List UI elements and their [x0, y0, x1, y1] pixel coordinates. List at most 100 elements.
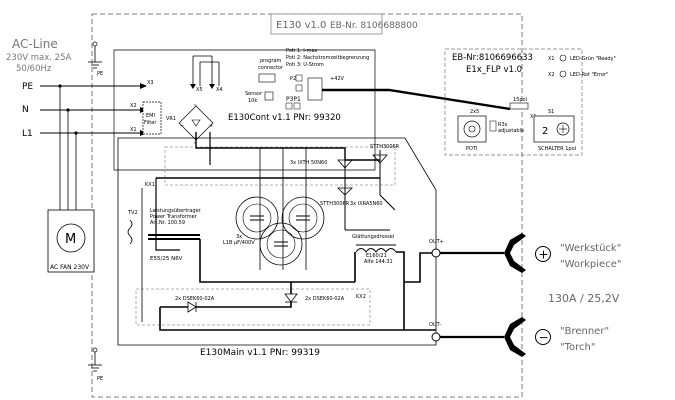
led-red-icon — [559, 70, 567, 78]
caps-value: L1B µF/400V — [223, 240, 255, 246]
output-choke — [355, 248, 397, 253]
control-board-outline — [113, 49, 376, 171]
rect-right-label: 2x DSEK60-02A — [305, 296, 345, 302]
x3-label: X3 — [147, 80, 154, 86]
minus-symbol: − — [539, 331, 549, 345]
out-minus-terminal — [431, 332, 441, 342]
ac-line-title: AC-Line — [12, 37, 58, 51]
emi-label: EMI — [146, 113, 155, 119]
terminal-l1: L1 — [22, 129, 33, 139]
led-red-label: LED-Rot "Error" — [570, 72, 608, 78]
bulk-capacitor-1 — [235, 196, 279, 240]
choke-core: E160/21 — [366, 253, 387, 259]
torch-de: "Brenner" — [560, 326, 609, 337]
out-plus-label: OUT+ — [429, 239, 444, 245]
bulk-capacitor-2 — [281, 196, 325, 240]
schalter-label: SCHALTER 1pol — [538, 146, 576, 152]
flp-x2: X2 — [548, 72, 555, 78]
minus-symbol-ring — [535, 329, 551, 345]
ac-line-spec-2: 50/60Hz — [16, 64, 52, 74]
diode-top-label: STTH3006R — [370, 144, 400, 150]
sensor-value: 10k — [248, 98, 257, 104]
kx2-region — [135, 288, 371, 326]
kx1-label: KX1 — [145, 182, 155, 188]
kx2-label: KX2 — [356, 294, 366, 300]
flp-eb-nr: EB-Nr:8106696633 — [452, 53, 533, 63]
emi-filter — [142, 101, 162, 135]
x5-label: X5 — [196, 87, 203, 93]
flp-board-outline — [444, 48, 583, 156]
r-adj-1: R3x — [498, 122, 508, 128]
torch-en: "Torch" — [560, 342, 595, 353]
transformer-en: Power Transformer — [150, 214, 198, 220]
switch-icon — [556, 122, 570, 136]
bulk-capacitor-3 — [259, 222, 303, 266]
vr-label: VR1 — [166, 116, 176, 122]
pe-label-top: PE — [97, 71, 103, 77]
poti-icon — [463, 120, 481, 138]
out-plus-terminal — [431, 248, 441, 258]
svg-text:~: ~ — [193, 141, 197, 147]
p3p1-label: P3P1 — [286, 96, 301, 103]
kx1-region — [164, 146, 396, 186]
transformer-art: Art.Nr. 100.59 — [150, 220, 185, 226]
workpiece-de: "Werkstück" — [560, 243, 621, 254]
ac-line-spec-1: 230V max. 25A — [6, 53, 71, 63]
pot-3: Poti 3: U-Strom — [286, 62, 324, 68]
led-green-label: LED-Grün "Ready" — [570, 56, 616, 62]
terminal-pe: PE — [22, 82, 33, 92]
pe-label-bottom: PE — [97, 376, 103, 382]
program-connector — [258, 73, 276, 83]
eb-nr-header: EB-Nr. 8106688800 — [330, 21, 418, 31]
terminal-n: N — [22, 105, 29, 115]
rec-label: E55/25 N6V — [150, 256, 183, 262]
main-board-outline — [117, 137, 437, 346]
poti-box — [457, 115, 487, 143]
main-board-title: E130Main v1.1 PNr: 99319 — [200, 348, 320, 358]
caps-count: 3x — [236, 234, 242, 240]
transformer-de: Leistungsübertrager — [150, 208, 202, 214]
choke-art: Alfe 144.31 — [364, 259, 393, 265]
p2-label: P2 — [290, 76, 296, 82]
poti-label: POTI — [466, 146, 477, 152]
flp-title: E1x_FLP v1.0 — [466, 65, 522, 75]
svg-text:−: − — [180, 123, 184, 129]
x1-label: X1 — [130, 127, 137, 133]
workpiece-clamp-icon — [504, 233, 526, 273]
flp-x3: X1 — [530, 114, 537, 120]
plus-symbol: + — [539, 248, 549, 262]
diode-mid-label: STTH3006R — [320, 201, 350, 207]
program-label: program — [260, 58, 281, 64]
svg-text:~: ~ — [193, 103, 197, 109]
tv2-label: TV2 — [127, 210, 138, 216]
plus-symbol-ring — [535, 246, 551, 262]
flp-spk: 15pol — [513, 97, 527, 103]
enclosure-outline — [91, 13, 523, 398]
ac-fan-label: AC FAN 230V — [50, 264, 90, 271]
svg-text:+: + — [209, 123, 213, 129]
r-label: 2x5 — [470, 109, 479, 115]
x2-label: X2 — [130, 103, 137, 109]
fan-motor-icon — [56, 223, 86, 253]
s1-label: S1 — [548, 109, 554, 115]
output-rating: 130A / 25,2V — [548, 292, 620, 305]
r-adj-2: adjustable — [498, 128, 524, 134]
filter-label: Filter — [144, 120, 157, 126]
out-minus-label: OUT- — [429, 322, 441, 328]
sensor-label: Sensor — [245, 91, 263, 97]
led-green-icon — [559, 54, 567, 62]
header-box — [270, 13, 383, 35]
switch-box — [533, 115, 575, 143]
control-board-title: E130Cont v1.1 PNr: 99320 — [228, 113, 341, 123]
fan-motor-symbol: M — [65, 232, 76, 247]
workpiece-en: "Workpiece" — [560, 259, 621, 270]
ac-fan-box — [47, 209, 95, 273]
mosfet-top-label: 3x IXTH 50N60 — [290, 160, 327, 166]
flp-x1: X1 — [548, 56, 555, 62]
mosfet-mid-label: 3x IXRA5N60 — [350, 201, 383, 207]
unit-id: E130 v1.0 — [276, 20, 326, 31]
connector-label: connector — [258, 65, 284, 71]
plus42-label: +42V — [330, 76, 345, 82]
svg-text:2: 2 — [542, 126, 548, 137]
